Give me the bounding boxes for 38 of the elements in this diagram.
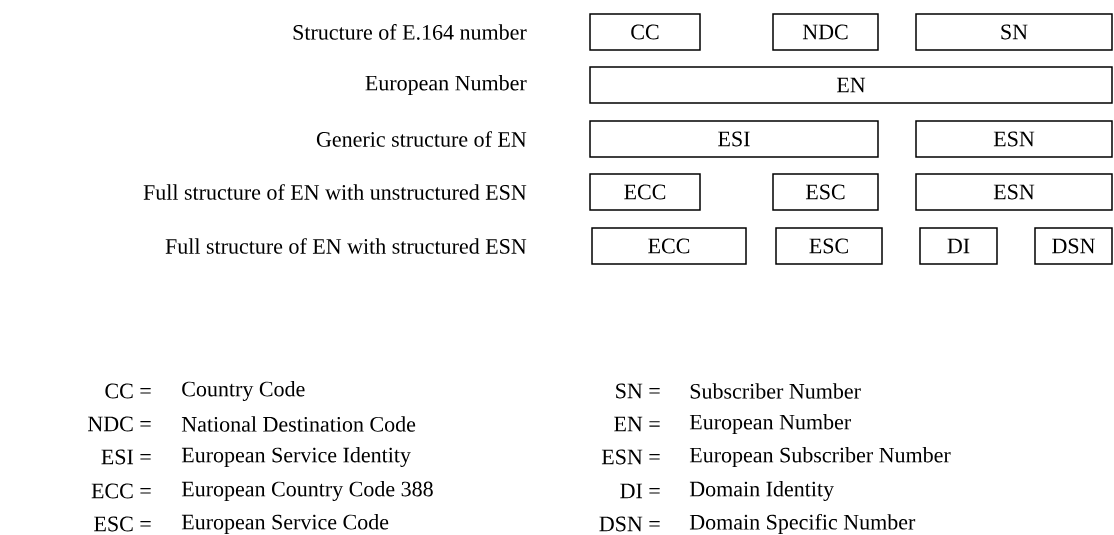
- abbreviation: SN =: [616, 383, 660, 399]
- definition: European Service Identity: [181, 447, 411, 467]
- field-box: NDC: [772, 13, 879, 51]
- field-box: ECC: [589, 173, 701, 211]
- definition: Domain Identity: [689, 481, 834, 501]
- definition: European Service Code: [181, 514, 389, 534]
- abbreviation: DI =: [620, 483, 660, 499]
- row-label: European Number: [365, 75, 527, 95]
- field-box: ESC: [772, 173, 879, 211]
- field-box: SN: [915, 13, 1113, 51]
- row-label: Full structure of EN with unstructured ESN: [143, 184, 527, 200]
- abbreviation: ESI =: [101, 449, 151, 465]
- field-box: ESC: [775, 227, 883, 265]
- abbreviation: NDC =: [88, 416, 151, 432]
- definition: Country Code: [182, 381, 305, 401]
- field-box: ECC: [591, 227, 747, 265]
- field-box: EN: [589, 66, 1113, 104]
- row-label: Generic structure of EN: [316, 131, 527, 147]
- abbreviation: CC =: [105, 383, 151, 399]
- definition: National Destination Code: [181, 416, 416, 432]
- field-box: ESI: [589, 120, 879, 158]
- row-label: Structure of E.164 number: [293, 24, 527, 40]
- field-box: DSN: [1034, 227, 1113, 265]
- definition: Domain Specific Number: [689, 513, 916, 535]
- abbreviation: ESC =: [94, 516, 151, 532]
- abbreviation: ECC =: [91, 483, 151, 499]
- abbreviation: DSN =: [599, 516, 660, 532]
- definition: European Country Code 388: [181, 481, 433, 501]
- field-box: DI: [919, 227, 998, 265]
- abbreviation: ESN =: [601, 449, 660, 465]
- field-box: CC: [589, 13, 701, 51]
- definition: Subscriber Number: [690, 383, 861, 399]
- field-box: ESN: [915, 173, 1113, 211]
- field-box: ESN: [915, 120, 1113, 158]
- row-label: Full structure of EN with structured ESN: [165, 238, 527, 254]
- abbreviation: EN =: [614, 416, 660, 432]
- definition: European Subscriber Number: [689, 447, 951, 467]
- definition: European Number: [689, 414, 851, 434]
